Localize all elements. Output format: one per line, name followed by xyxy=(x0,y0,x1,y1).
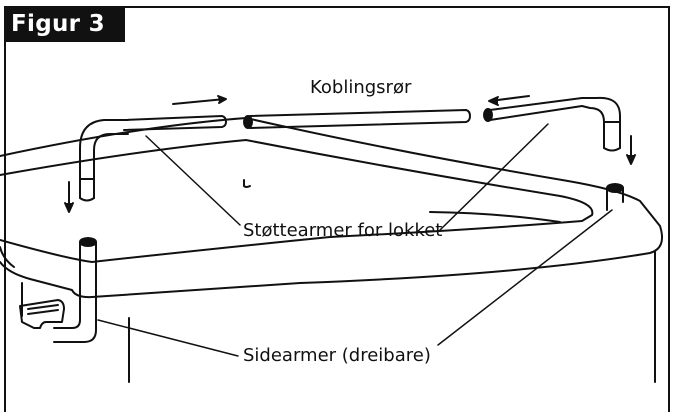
lid-support-arms-label: Støttearmer for lokket xyxy=(243,220,442,241)
left-side-arm xyxy=(53,237,97,343)
left-support-arm xyxy=(79,115,227,202)
coupling-tube-label: Koblingsrør xyxy=(310,77,412,98)
arrow-down-right xyxy=(626,135,636,165)
right-support-arm xyxy=(483,96,621,152)
right-side-arm xyxy=(606,183,624,211)
arrow-down-left xyxy=(64,181,74,213)
figure-frame xyxy=(4,6,670,412)
arrow-right xyxy=(172,95,227,105)
coupling-tube xyxy=(243,109,471,129)
figure-title: Figur 3 xyxy=(4,6,125,42)
side-arms-label: Sidearmer (dreibare) xyxy=(243,345,431,366)
lid xyxy=(0,117,663,299)
leader-lines xyxy=(97,123,613,357)
arrow-left xyxy=(488,95,530,106)
